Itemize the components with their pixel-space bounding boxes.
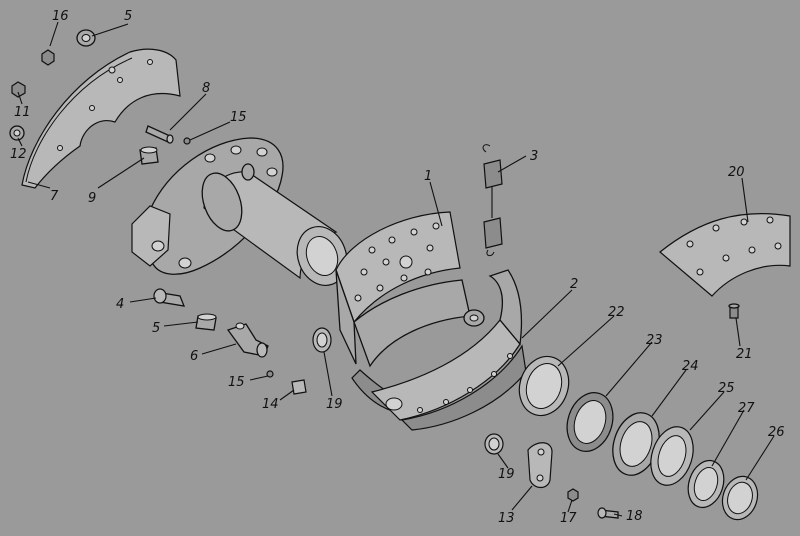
label-25: 25	[718, 381, 735, 396]
label-3: 3	[530, 149, 538, 164]
label-21: 20	[728, 165, 745, 180]
part-26-seal-ring	[721, 475, 759, 521]
part-27-washer	[687, 459, 725, 509]
part-24-lock-washer	[612, 412, 660, 476]
part-6-cam-shaft	[226, 322, 269, 358]
part-13-link-plate	[527, 442, 553, 489]
label-12: 11	[14, 105, 31, 120]
label-15-lower: 15	[228, 375, 245, 390]
part-20-rivet	[728, 303, 740, 319]
label-22: 22	[608, 305, 625, 320]
part-8-pin	[145, 125, 174, 144]
label-14: 14	[262, 397, 279, 412]
label-20: 21	[736, 347, 753, 362]
label-10: 5	[124, 9, 132, 24]
part-21-lining	[659, 213, 791, 297]
label-18: 18	[626, 509, 643, 524]
part-10-bushing	[76, 29, 96, 47]
label-8: 8	[202, 81, 210, 96]
part-11-bushing	[9, 125, 25, 141]
label-24: 24	[682, 359, 699, 374]
label-17: 17	[560, 511, 577, 526]
shoe-rivet-holes	[354, 222, 440, 302]
part-19-ring-lower	[484, 433, 504, 455]
label-11: 12	[10, 147, 27, 162]
label-5: 5	[152, 321, 160, 336]
label-7: 7	[50, 189, 59, 204]
label-13: 13	[498, 511, 515, 526]
leader-lines	[17, 21, 775, 517]
label-27: 27	[738, 401, 755, 416]
label-15-upper: 15	[230, 110, 247, 125]
label-26: 26	[768, 425, 785, 440]
label-19-lower: 19	[498, 467, 515, 482]
label-23: 23	[646, 333, 663, 348]
label-1: 1	[424, 169, 432, 184]
part-4-cam-bolt	[153, 288, 186, 307]
part-16-nut	[41, 49, 55, 66]
part-25-nut-ring	[650, 426, 694, 486]
part-22-seal	[518, 355, 570, 417]
part-23-ring-gear	[566, 392, 614, 452]
part-5-roller	[195, 313, 217, 331]
label-9: 9	[88, 191, 96, 206]
part-9-bushing	[139, 146, 159, 165]
label-6: 6	[190, 349, 198, 364]
part-3-return-spring	[482, 144, 503, 257]
part-7-shield	[21, 48, 181, 189]
part-14-pin	[291, 379, 307, 395]
part-15-ball-lower	[266, 370, 274, 378]
part-18-bolt	[597, 507, 619, 519]
label-16: 16	[52, 9, 69, 24]
label-4: 4	[116, 297, 124, 312]
part-17-nut	[567, 488, 579, 502]
brake-spider-housing	[131, 137, 348, 286]
part-2-brake-shoe	[370, 269, 527, 431]
part-number-labels: 16 5 11 12 7 8 15 9 3 1 20 2 4 5 6 15 14…	[10, 9, 785, 526]
part-19-ring-upper	[312, 327, 332, 353]
part-12-nut	[11, 81, 26, 98]
label-2: 2	[570, 277, 578, 292]
label-19-upper: 19	[326, 397, 343, 412]
part-15-ball-upper	[183, 137, 191, 145]
